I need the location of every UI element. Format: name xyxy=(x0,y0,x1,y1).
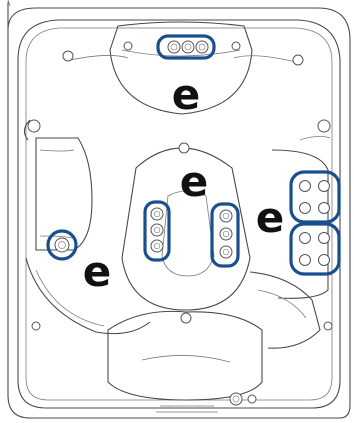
bottom-seats xyxy=(32,272,320,412)
label-left: e xyxy=(83,247,112,296)
center-left-jet-column xyxy=(145,202,169,260)
label-top: e xyxy=(172,70,201,119)
label-center: e xyxy=(180,157,209,206)
left-jet xyxy=(48,231,76,259)
center-right-jet-column xyxy=(212,204,238,266)
label-right: e xyxy=(256,193,285,242)
left-seat xyxy=(24,120,150,334)
